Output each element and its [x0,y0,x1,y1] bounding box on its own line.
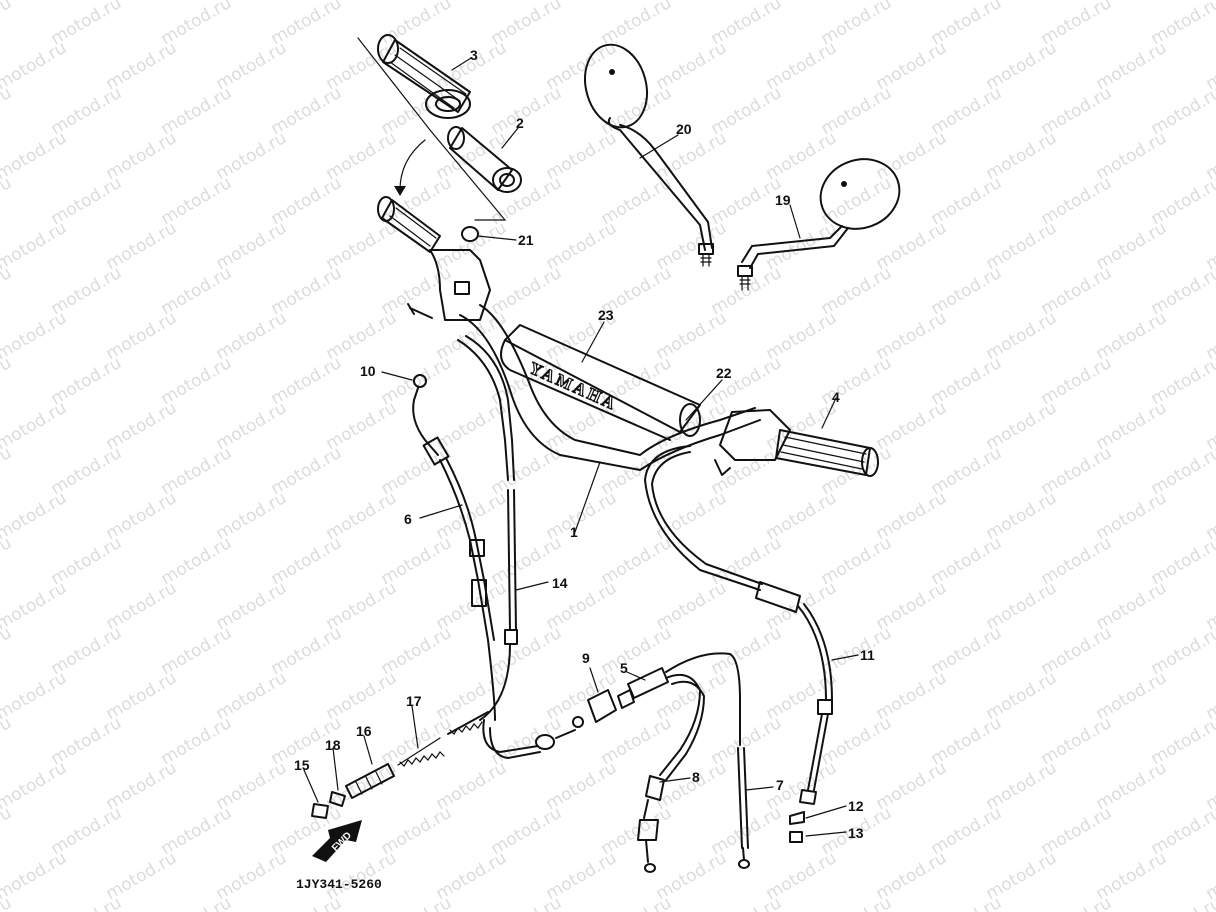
watermark-text: motod.ru [48,893,126,912]
part-15 [311,803,329,819]
watermark-text: motod.ru [0,263,15,319]
watermark-text: motod.ru [598,893,676,912]
callout-9: 9 [582,650,590,666]
part-cable-lower [482,719,539,753]
watermark-text: motod.ru [0,668,70,724]
callout-16: 16 [356,723,372,739]
watermark-text: motod.ru [0,218,70,274]
callout-1: 1 [570,524,578,540]
watermark-text: motod.ru [0,758,70,814]
part-brake-cable [644,445,833,843]
part-8 [637,775,665,873]
watermark-text: motod.ru [268,893,346,912]
callout-2: 2 [516,115,524,131]
callout-11: 11 [860,647,875,663]
watermark-text: motod.ru [0,533,15,589]
callout-21: 21 [518,232,534,248]
part-grip-sleeve [447,126,522,193]
callout-18: 18 [325,737,341,753]
diagram-code: 1JY341-5260 [296,877,382,892]
part-left-grip [377,34,471,119]
watermark-text: motod.ru [818,893,896,912]
watermark-text: motod.ru [0,128,70,184]
part-adjuster-16 [345,763,395,799]
part-cap [461,226,479,242]
callout-4: 4 [832,389,840,405]
watermark-text: motod.ru [928,893,1006,912]
part-18 [329,791,346,807]
part-clutch-cable [412,374,496,721]
callout-19: 19 [775,192,791,208]
part-mirror-right [737,158,901,291]
watermark-text: motod.ru [0,848,70,904]
callout-7: 7 [776,777,784,793]
part-handlebar [459,314,761,471]
watermark-text: motod.ru [0,398,70,454]
watermark-text: motod.ru [158,893,236,912]
watermark-text: motod.ru [0,173,15,229]
callout-labels: 1 2 3 4 5 6 7 8 9 10 11 12 13 14 15 16 1… [294,47,875,841]
watermark-text: motod.ru [0,0,15,49]
part-throttle-cable [627,652,741,781]
leader-lines [303,57,859,837]
watermark-text: motod.ru [0,713,15,769]
callout-12: 12 [848,798,864,814]
callout-5: 5 [620,660,628,676]
callout-10: 10 [360,363,376,379]
callout-13: 13 [848,825,864,841]
watermark-text: motod.ru [1148,893,1216,912]
callout-17: 17 [406,693,422,709]
watermark-text: motod.ru [0,38,70,94]
callout-22: 22 [716,365,732,381]
part-left-grip-mounted [377,196,491,321]
callout-15: 15 [294,757,310,773]
callout-23: 23 [598,307,614,323]
exploded-bracket-line [357,37,507,221]
part-junction [535,689,635,750]
watermark-text: motod.ru [0,803,15,859]
part-mirror-left [584,43,714,267]
watermark-text: motod.ru [0,83,15,139]
part-7 [737,747,750,869]
watermark-text: motod.ru [0,578,70,634]
watermark-text: motod.ru [0,623,15,679]
watermark-text: motod.ru [0,353,15,409]
callout-8: 8 [692,769,700,785]
watermark-text: motod.ru [0,308,70,364]
callout-14: 14 [552,575,568,591]
watermark-text: motod.ru [378,893,456,912]
callout-20: 20 [676,121,692,137]
watermark-text: motod.ru [0,488,70,544]
part-cable-14 [457,335,518,721]
callout-6: 6 [404,511,412,527]
part-adjuster-17 [397,711,489,767]
watermark-text: motod.ru [1038,893,1116,912]
watermark-text: motod.ru [488,893,566,912]
watermark-text: motod.ru [708,893,786,912]
watermark-text: motod.ru [0,443,15,499]
part-right-grip [714,409,879,477]
callout-3: 3 [470,47,478,63]
